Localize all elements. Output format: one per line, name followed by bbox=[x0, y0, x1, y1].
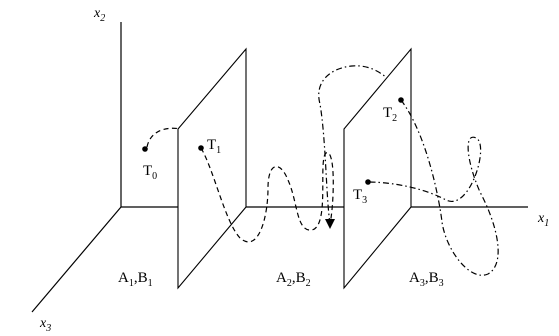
point-label-t0: T0 bbox=[143, 163, 157, 182]
hyperplane-3 bbox=[343, 47, 412, 290]
trajectory-t2-to-t3 bbox=[367, 99, 499, 276]
point-t1 bbox=[198, 145, 204, 151]
point-t0 bbox=[142, 146, 148, 152]
trajectory-loop-to-t2 bbox=[318, 65, 405, 225]
trajectory-t0-to-plane1 bbox=[146, 127, 182, 148]
axis-label-x3: x3 bbox=[39, 316, 51, 334]
point-t3 bbox=[365, 179, 371, 185]
trajectory-t1-to-t3 bbox=[200, 147, 334, 243]
axis-label-x1: x1 bbox=[537, 211, 549, 229]
x3-axis-line bbox=[31, 206, 122, 313]
point-label-t3: T3 bbox=[353, 187, 367, 206]
region-label-2: A2,B2 bbox=[276, 270, 311, 289]
point-t2 bbox=[398, 97, 404, 103]
point-label-t2: T2 bbox=[383, 105, 397, 124]
point-label-t1: T1 bbox=[207, 137, 221, 156]
axis-label-x2: x2 bbox=[93, 6, 105, 24]
region-label-3: A3,B3 bbox=[409, 270, 444, 289]
hyperplane-1 bbox=[177, 47, 247, 290]
region-label-1: A1,B1 bbox=[118, 270, 153, 289]
